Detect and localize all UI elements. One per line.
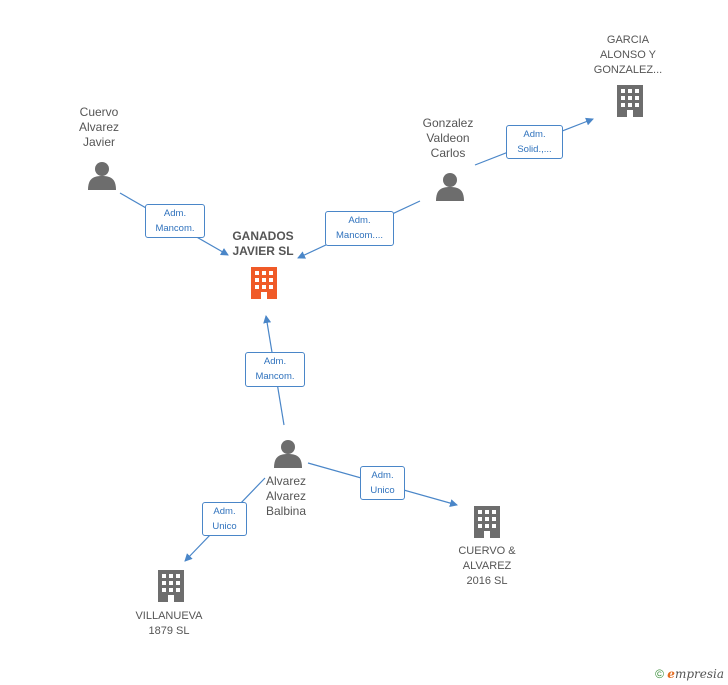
person-icon[interactable] [436,171,464,203]
person-label-alvarez-balbina[interactable]: Alvarez Alvarez Balbina [265,474,307,518]
empresia-credit: © empresia [655,667,724,681]
company-label-cuervo-alvarez[interactable]: CUERVO & ALVAREZ 2016 SL [458,545,516,587]
person-label-cuervo-javier[interactable]: Cuervo Alvarez Javier [78,105,119,149]
edge-label-balbina-cuervo[interactable]: Adm. Unico [360,466,405,500]
company-label-ganados[interactable]: GANADOS JAVIER SL [232,229,294,258]
building-icon[interactable] [617,85,645,119]
edge-label-gonzalez-garcia[interactable]: Adm. Solid.,... [506,125,563,159]
building-icon[interactable] [251,267,279,301]
person-icon[interactable] [88,160,116,192]
copyright-icon: © [655,667,664,681]
edge-label-balbina-ganados[interactable]: Adm. Mancom. [245,352,305,387]
building-icon[interactable] [474,506,502,540]
building-icon[interactable] [158,570,186,604]
empresia-logo[interactable]: empresia [667,667,724,681]
company-label-villanueva[interactable]: VILLANUEVA 1879 SL [135,610,203,637]
company-label-garcia-alonso[interactable]: GARCIA ALONSO Y GONZALEZ... [593,34,663,76]
edge-label-gonzalez-ganados[interactable]: Adm. Mancom.... [325,211,394,246]
edge-label-balbina-villanueva[interactable]: Adm. Unico [202,502,247,536]
person-icon[interactable] [274,438,302,470]
person-label-gonzalez-carlos[interactable]: Gonzalez Valdeon Carlos [422,116,474,160]
edge-label-cuervo-ganados[interactable]: Adm. Mancom. [145,204,205,238]
